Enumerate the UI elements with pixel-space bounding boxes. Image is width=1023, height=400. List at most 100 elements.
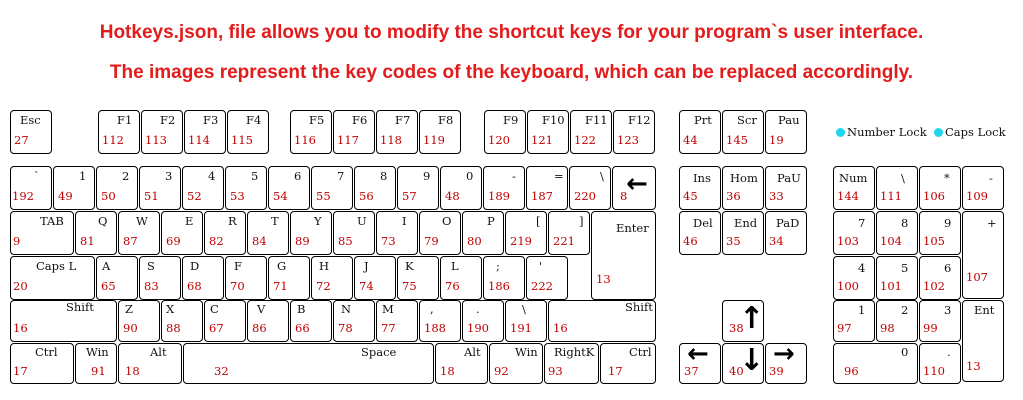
key-npmul[interactable]: *106 <box>919 166 961 210</box>
key-slash[interactable]: \191 <box>505 300 547 342</box>
key-semicolon[interactable]: ;186 <box>483 256 525 300</box>
key-minus[interactable]: -189 <box>483 166 525 210</box>
key-period[interactable]: .190 <box>462 300 504 342</box>
key-equals[interactable]: =187 <box>526 166 568 210</box>
key-backtick[interactable]: `192 <box>10 166 52 210</box>
key-comma[interactable]: ,188 <box>419 300 461 342</box>
key-right[interactable]: →39 <box>765 341 807 384</box>
key-down[interactable]: ↓40 <box>722 343 764 384</box>
key-backspace[interactable]: ←8 <box>612 166 656 210</box>
key-npplus[interactable]: +107 <box>962 211 1004 299</box>
key-left[interactable]: ←37 <box>679 341 721 384</box>
key-up[interactable]: ↑38 <box>722 300 764 342</box>
key-rbracket[interactable]: ]221 <box>548 211 590 255</box>
key-quote[interactable]: '222 <box>526 256 568 300</box>
key-backslash[interactable]: \220 <box>569 166 611 210</box>
key-npminus[interactable]: -109 <box>962 166 1004 210</box>
key-npdot[interactable]: .110 <box>919 343 961 384</box>
key-npdiv[interactable]: \111 <box>876 166 918 210</box>
key-lbracket[interactable]: [219 <box>505 211 547 255</box>
